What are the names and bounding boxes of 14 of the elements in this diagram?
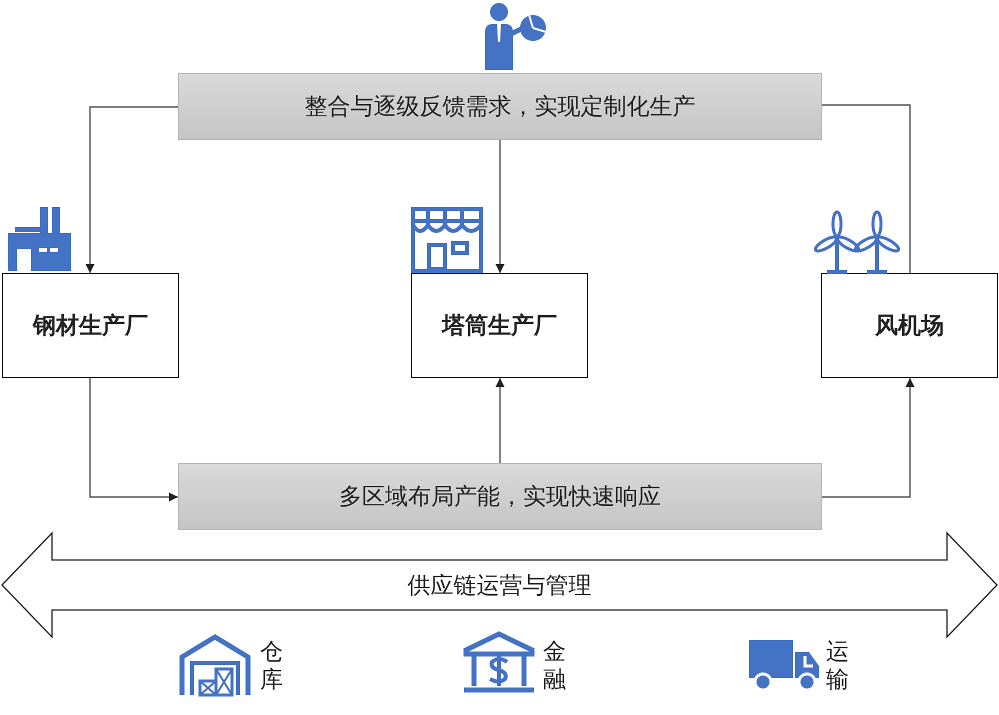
double-arrow: 供应链运营与管理: [2, 533, 997, 637]
process-box: 风机场: [821, 273, 998, 378]
connector-arrow: [822, 378, 914, 498]
icon-label: 仓库: [260, 638, 284, 694]
process-box: 塔筒生产厂: [411, 273, 588, 378]
process-box: 钢材生产厂: [2, 273, 179, 378]
connector-arrow: [86, 106, 178, 273]
icon-label: 运输: [826, 638, 850, 694]
icon-label: 金融: [543, 638, 567, 694]
connector-arrow: [496, 140, 504, 273]
connector-arrow: [89, 378, 178, 502]
process-band: 整合与逐级反馈需求，实现定制化生产: [178, 73, 822, 140]
connector-arrow: [496, 378, 504, 463]
process-band: 多区域布局产能，实现快速响应: [178, 463, 822, 530]
